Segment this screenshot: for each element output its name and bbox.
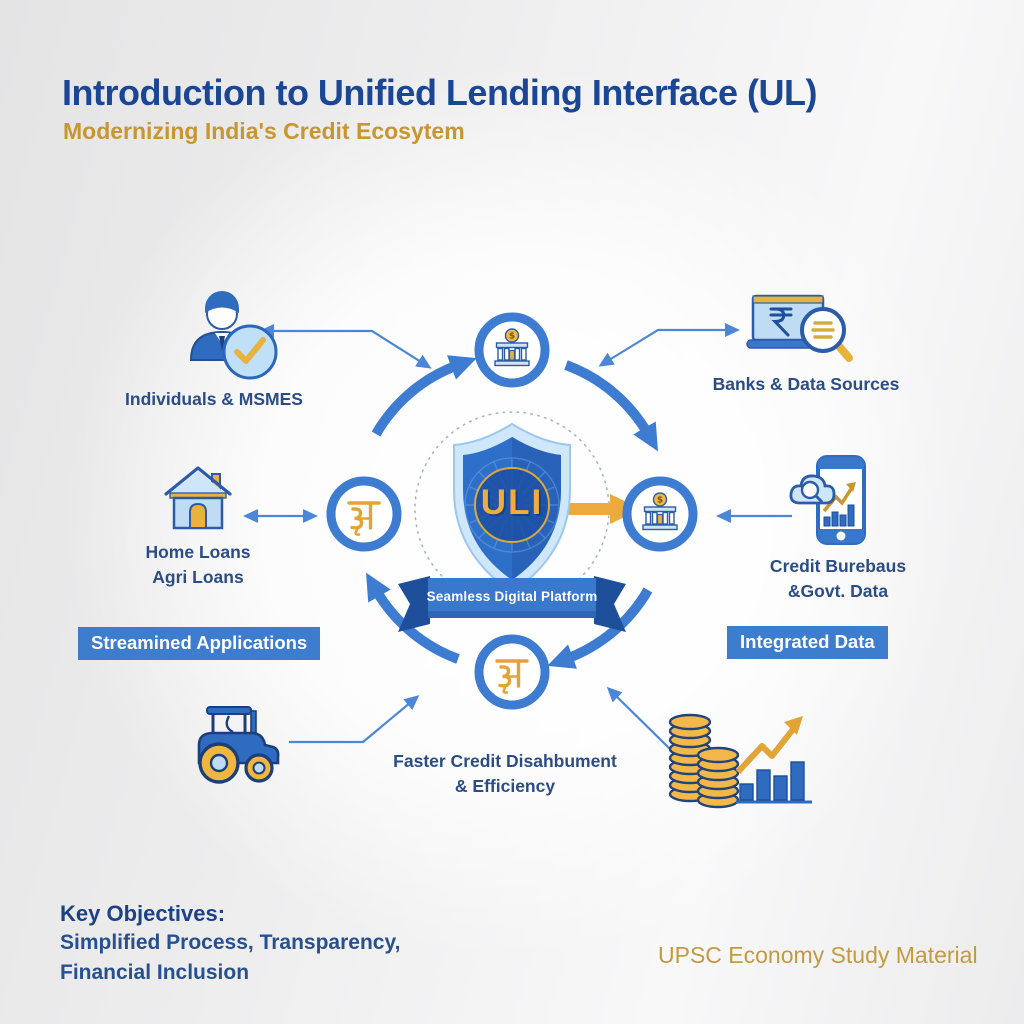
source-credit: UPSC Economy Study Material [658,942,978,968]
tractor-icon [197,706,280,784]
shield-icon [453,422,571,594]
label-loans: Home Loans Agri Loans [145,540,250,590]
page-title: Introduction to Unified Lending Interfac… [62,72,817,113]
person-check-icon [189,291,278,380]
rupee-glyph-icon [495,659,529,694]
label-banks: Banks & Data Sources [712,374,900,394]
ring-left [326,476,402,552]
key-objectives-line1: Simplified Process, Transparency, [60,931,401,954]
arrow-coins-bottom-ring [606,686,671,750]
arrow-individuals-top [259,324,432,369]
shield-acronym: ULI [480,483,544,522]
thin-arrows [243,323,792,750]
label-disbursement: Faster Credit Disahbument & Efficiency [393,749,617,799]
label-credit-bureaus-line1: Credit Burebaus [769,556,907,576]
label-disbursement-line1: Faster Credit Disahbument [393,751,617,771]
key-objectives-title: Key Objectives: [60,901,226,926]
growth-arrow-icon [822,482,856,513]
label-credit-bureaus: Credit Burebaus &Govt. Data [770,554,906,604]
banner-label: Seamless Digital Platform [426,589,598,604]
ring-right: $ [622,476,698,552]
coin-stack [668,713,740,809]
rupee-symbol [769,307,793,337]
cycle-arcs [366,355,658,669]
label-individuals: Individuals & MSMES [125,389,303,409]
cloud-icon [789,474,836,505]
label-disbursement-line2: & Efficiency [454,776,556,796]
ribbon-banner [398,576,626,632]
arc-left-to-top [371,355,477,437]
page-subtitle: Modernizing India's Credit Ecosytem [63,118,465,144]
check-icon [222,324,278,380]
label-loans-line2: Agri Loans [152,567,244,587]
label-loans-line1: Home Loans [145,542,251,562]
bar-chart-icon [823,504,855,527]
laptop-search-icon [746,294,853,362]
arc-right-to-bottom [547,587,653,669]
growth-arrow-icon [735,716,803,775]
arc-bottom-to-left [366,572,460,664]
phone-cloud-icon [789,455,866,545]
arrow-top-banks [598,323,740,367]
house-icon [164,466,232,530]
label-credit-bureaus-line2: &Govt. Data [787,581,889,601]
magnifier-icon [800,307,853,362]
arrow-tractor-bottom-ring [289,695,420,744]
ring-bottom [474,634,550,710]
coins-chart-icon [668,713,812,809]
bank-icon: $ [642,492,678,531]
rupee-glyph-icon [347,501,381,536]
bank-icon: $ [494,328,530,367]
arc-top-to-right [564,360,658,452]
badge-streamlined-applications: Streamined Applications [78,627,321,660]
badge-integrated-data: Integrated Data [727,626,888,659]
svg-text:$: $ [657,496,663,506]
ring-top: $ [474,312,550,388]
bar-chart-icon [736,761,812,804]
svg-text:$: $ [509,332,515,342]
key-objectives-line2: Financial Inclusion [60,961,250,984]
